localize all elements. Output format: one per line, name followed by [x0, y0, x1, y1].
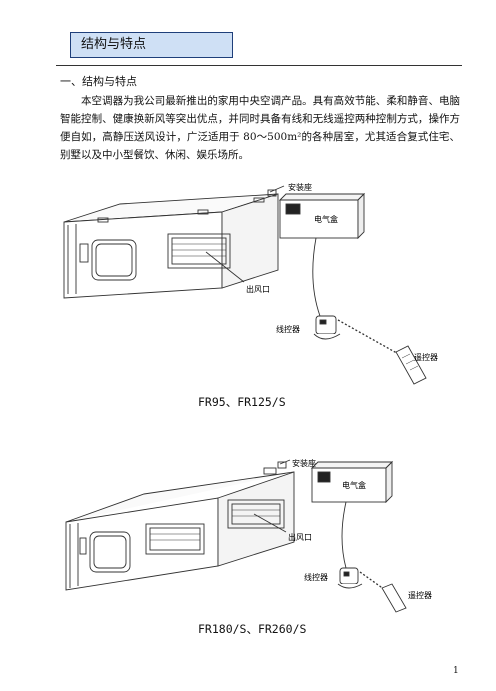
figure-1-caption: FR95、FR125/S	[198, 395, 286, 409]
section-heading: 一、结构与特点	[60, 75, 137, 88]
fig1-label-wired: 线控器	[276, 324, 300, 334]
fig2-label-outlet: 出风口	[288, 532, 312, 542]
intro-paragraph: 本空调器为我公司最新推出的家用中央空调产品。具有高效节能、柔和静音、电脑智能控制…	[60, 95, 460, 161]
fig2-label-remote: 遥控器	[408, 590, 432, 600]
figure-1-diagram: 安装座 电气盒 出风口 线控器 遥控器	[63, 182, 438, 385]
page-number: 1	[453, 666, 459, 676]
fig1-label-control-box: 电气盒	[314, 214, 338, 224]
figure-2-diagram: 安装座 电气盒 出风口 线控器 遥控器	[65, 458, 432, 613]
header-title: 结构与特点	[81, 37, 147, 52]
fig2-label-control-box: 电气盒	[342, 480, 366, 490]
fig1-label-mounting: 安装座	[288, 182, 312, 192]
header-rule	[56, 65, 462, 66]
header-title-box: 结构与特点	[70, 32, 233, 58]
fig1-label-outlet: 出风口	[246, 284, 270, 294]
fig2-label-wired: 线控器	[304, 572, 328, 582]
fig2-label-mounting: 安装座	[292, 458, 316, 468]
figure-2-caption: FR180/S、FR260/S	[198, 622, 307, 636]
fig1-label-remote: 遥控器	[414, 352, 438, 362]
